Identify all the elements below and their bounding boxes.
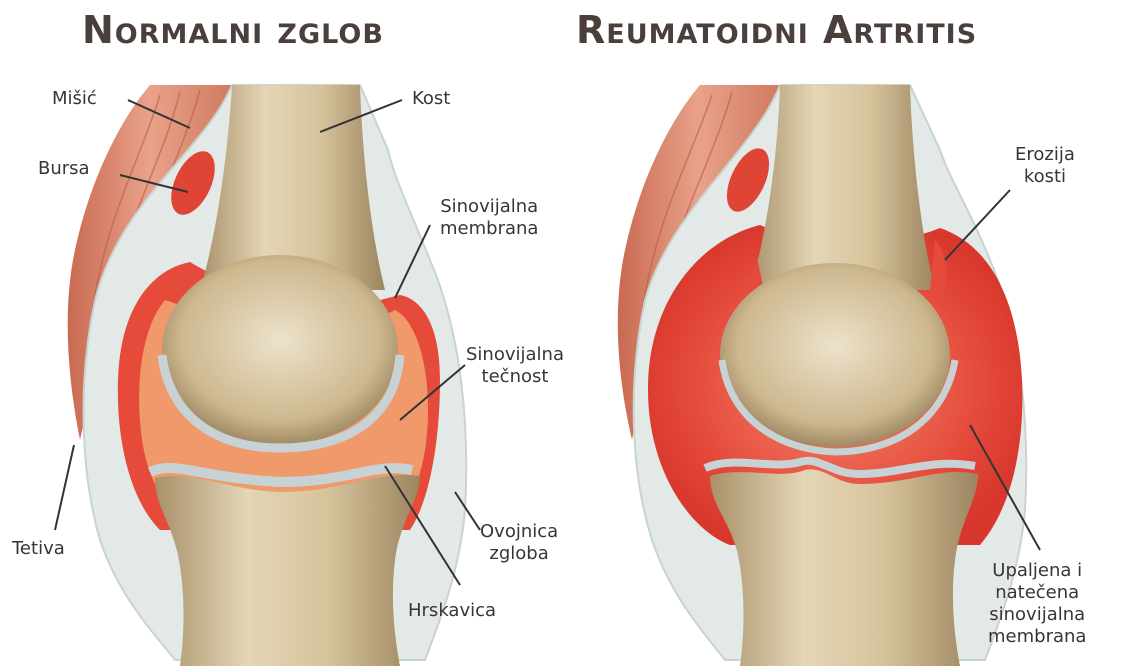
label-bursa: Bursa: [38, 158, 90, 180]
label-muscle: Mišić: [52, 88, 97, 110]
tibia-right: [710, 469, 978, 666]
label-synovial-fluid: Sinovijalna tečnost: [466, 344, 564, 388]
normal-joint: [55, 85, 480, 666]
label-joint-capsule: Ovojnica zgloba: [480, 521, 558, 565]
ra-joint: [618, 85, 1040, 666]
label-inflamed-synovium: Upaljena i natečena sinovijalna membrana: [988, 560, 1086, 648]
label-synovial-membrane: Sinovijalna membrana: [440, 196, 538, 240]
label-bone-erosion: Erozija kosti: [1015, 144, 1075, 188]
tibia-left: [155, 475, 420, 666]
femur-condyle-left: [162, 255, 398, 445]
label-tendon: Tetiva: [12, 538, 65, 560]
label-bone: Kost: [412, 88, 450, 110]
label-cartilage: Hrskavica: [408, 600, 496, 622]
